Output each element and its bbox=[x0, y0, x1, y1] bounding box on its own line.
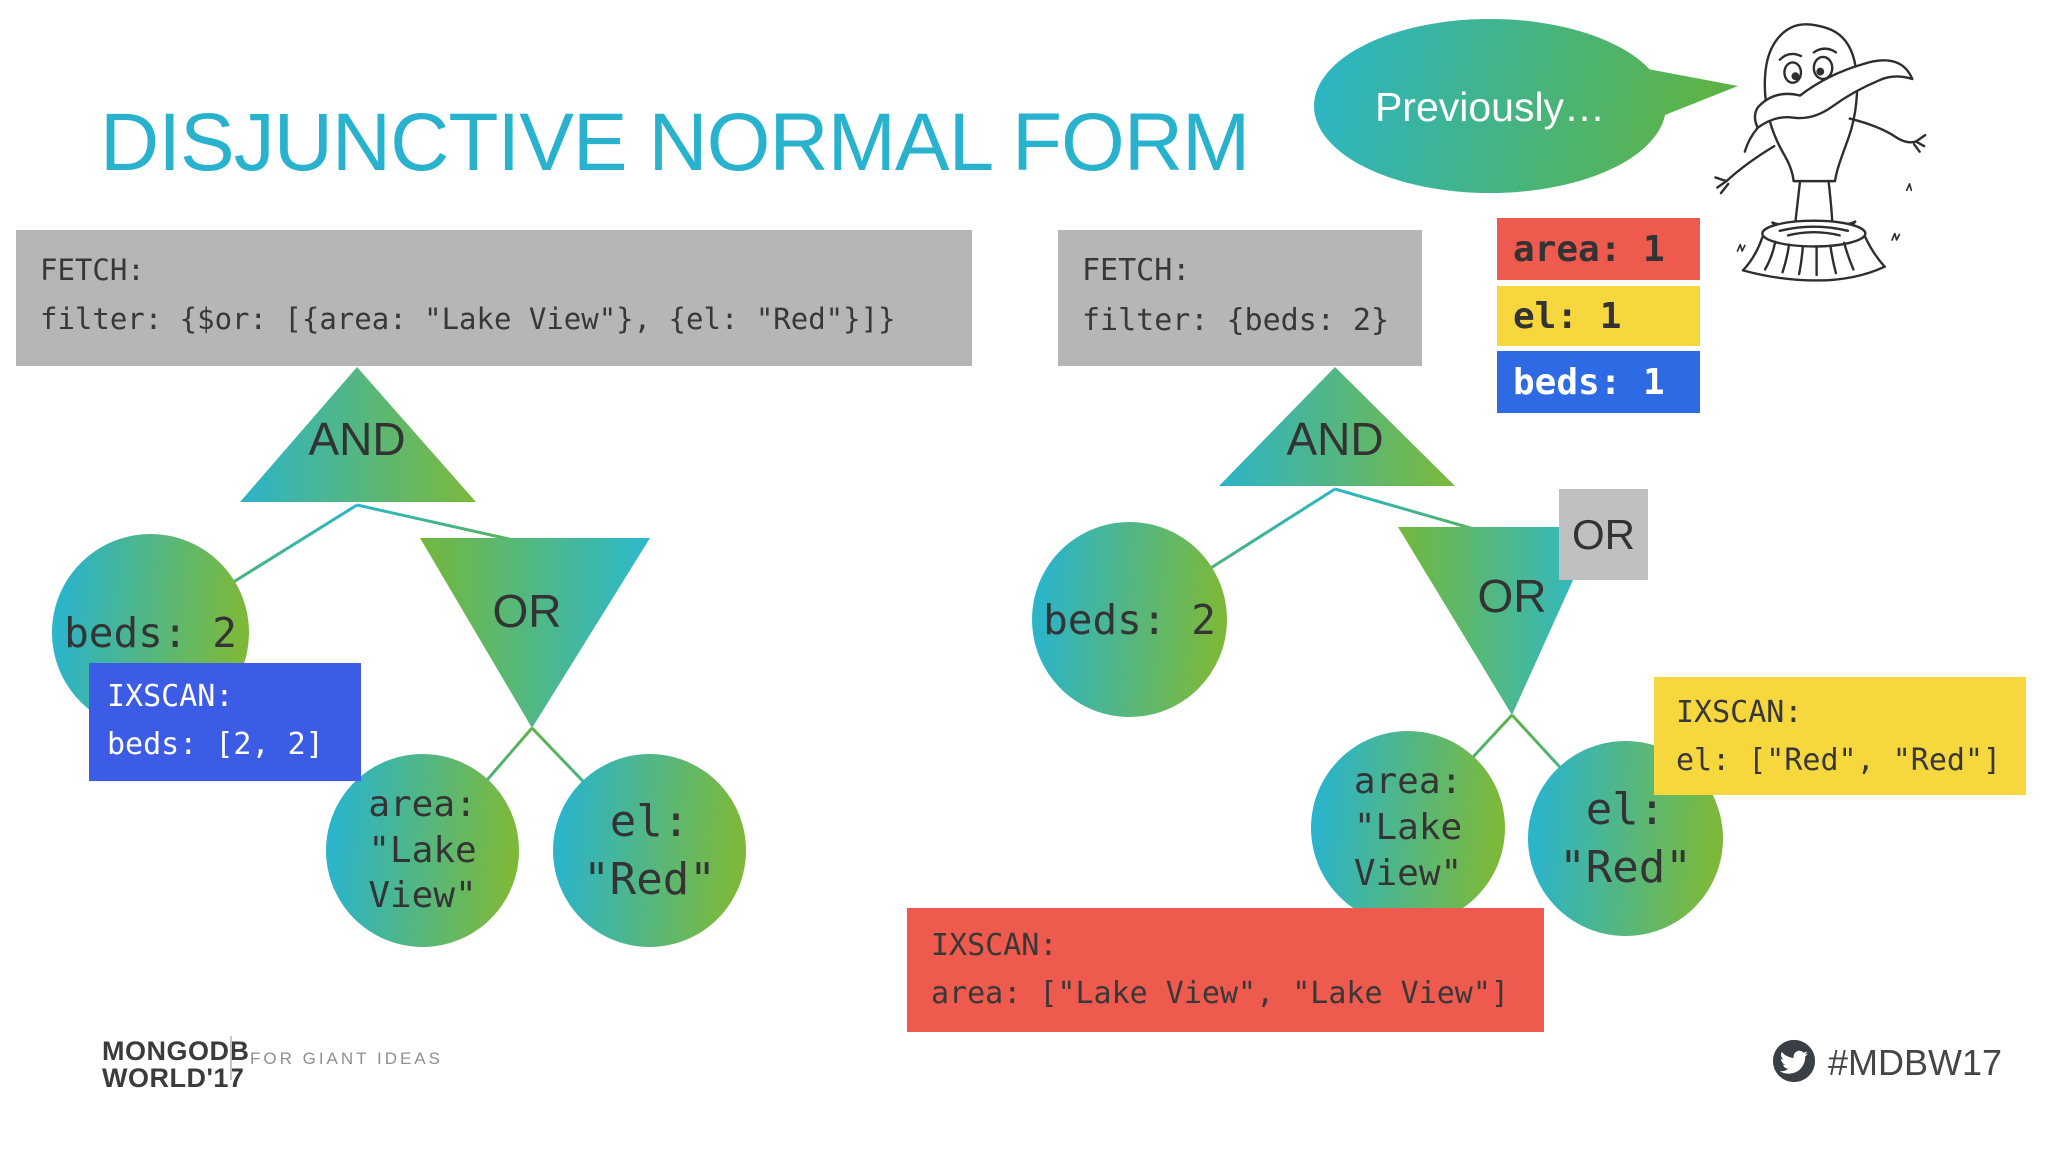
left-area-node: area: "Lake View" bbox=[326, 754, 519, 947]
left-ixscan-beds-box: IXSCAN: beds: [2, 2] bbox=[89, 663, 361, 781]
lorax-mustache-droop bbox=[1743, 126, 1759, 153]
left-or-triangle bbox=[420, 538, 650, 728]
footer-tagline: FOR GIANT IDEAS bbox=[250, 1049, 443, 1068]
right-or-triangle bbox=[1398, 527, 1597, 715]
right-area-node: area: "Lake View" bbox=[1311, 731, 1505, 925]
right-or-label: OR bbox=[1477, 570, 1547, 622]
edge-left-and-or bbox=[356, 503, 532, 546]
lorax-brow-left bbox=[1778, 52, 1803, 61]
lorax-illustration bbox=[1714, 23, 1927, 282]
stump-top bbox=[1761, 219, 1867, 248]
lorax-fingers-right bbox=[1912, 133, 1927, 153]
right-beds-node-label: beds: 2 bbox=[1043, 595, 1216, 644]
left-beds-node-label: beds: 2 bbox=[64, 608, 237, 657]
left-ixscan-beds-line1: IXSCAN: bbox=[107, 679, 234, 714]
index-count-el: el: 1 bbox=[1497, 286, 1700, 346]
left-area-line3: View" bbox=[368, 875, 477, 917]
left-ixscan-beds-line2: beds: [2, 2] bbox=[107, 727, 324, 762]
stump-ridges bbox=[1763, 240, 1855, 277]
speech-bubble-text: Previously… bbox=[1374, 84, 1606, 130]
left-and-triangle bbox=[240, 367, 476, 502]
right-el-line1: el: bbox=[1585, 784, 1666, 836]
lorax-arm-left bbox=[1725, 144, 1776, 183]
lorax-leg-right bbox=[1827, 179, 1834, 223]
right-el-node: el: "Red" bbox=[1528, 741, 1723, 936]
mongodb-world-logo: MONGODB WORLD'17 bbox=[102, 1038, 250, 1092]
lorax-eye-left bbox=[1783, 61, 1803, 84]
left-el-line2: "Red" bbox=[583, 853, 716, 905]
right-beds-node: beds: 2 bbox=[1032, 522, 1227, 717]
right-fetch-line1: FETCH: bbox=[1082, 253, 1191, 288]
right-fetch-box: FETCH: filter: {beds: 2} bbox=[1058, 230, 1422, 366]
right-and-label: AND bbox=[1286, 413, 1384, 465]
index-count-area: area: 1 bbox=[1497, 218, 1700, 280]
right-ixscan-area-line1: IXSCAN: bbox=[931, 928, 1058, 963]
right-ixscan-area-line2: area: ["Lake View", "Lake View"] bbox=[931, 976, 1509, 1011]
left-fetch-line2: filter: {$or: [{area: "Lake View"}, {el:… bbox=[40, 301, 896, 336]
index-count-beds: beds: 1 bbox=[1497, 351, 1700, 413]
twitter-icon-svg bbox=[1772, 1039, 1816, 1083]
left-el-node: el: "Red" bbox=[553, 754, 746, 947]
left-fetch-line1: FETCH: bbox=[40, 253, 145, 287]
right-area-line3: View" bbox=[1353, 852, 1463, 894]
logo-line1: MONGODB bbox=[102, 1036, 250, 1066]
left-area-line1: area: bbox=[368, 783, 477, 825]
stump-base bbox=[1741, 265, 1886, 282]
right-area-line2: "Lake bbox=[1353, 807, 1463, 849]
left-and-label: AND bbox=[308, 413, 406, 465]
right-fetch-line2: filter: {beds: 2} bbox=[1082, 303, 1390, 339]
left-fetch-box: FETCH: filter: {$or: [{area: "Lake View"… bbox=[16, 230, 972, 366]
twitter-icon bbox=[1772, 1039, 1816, 1083]
stump-rings bbox=[1778, 225, 1850, 237]
right-ixscan-area-box: IXSCAN: area: ["Lake View", "Lake View"] bbox=[907, 908, 1544, 1032]
lorax-brow-right bbox=[1812, 47, 1838, 54]
right-ixscan-el-line1: IXSCAN: bbox=[1676, 695, 1803, 730]
lorax-fingers-left bbox=[1714, 176, 1730, 195]
right-area-line1: area: bbox=[1353, 761, 1463, 803]
footer-divider bbox=[230, 1036, 232, 1080]
event-hashtag: #MDBW17 bbox=[1828, 1042, 2003, 1083]
left-el-line1: el: bbox=[609, 796, 690, 848]
lorax-pupil-left bbox=[1791, 72, 1800, 81]
stump-sides bbox=[1741, 236, 1886, 272]
lorax-leg-left bbox=[1794, 179, 1802, 223]
right-el-line2: "Red" bbox=[1559, 841, 1692, 893]
lorax-arm-right bbox=[1848, 117, 1918, 144]
grass-tufts bbox=[1736, 183, 1913, 252]
right-or-tag: OR bbox=[1559, 489, 1648, 580]
left-area-line2: "Lake bbox=[368, 829, 477, 871]
right-ixscan-el-box: IXSCAN: el: ["Red", "Red"] bbox=[1654, 677, 2026, 795]
right-ixscan-el-line2: el: ["Red", "Red"] bbox=[1676, 743, 2002, 778]
right-and-triangle bbox=[1219, 367, 1455, 486]
lorax-mustache bbox=[1753, 59, 1914, 129]
left-or-label: OR bbox=[492, 585, 562, 637]
lorax-pupil-right bbox=[1816, 67, 1825, 76]
lorax-eye-right bbox=[1812, 55, 1834, 81]
logo-line2: WORLD'17 bbox=[102, 1063, 245, 1093]
speech-bubble bbox=[1314, 19, 1666, 193]
page-title: DISJUNCTIVE NORMAL FORM bbox=[100, 97, 1250, 188]
